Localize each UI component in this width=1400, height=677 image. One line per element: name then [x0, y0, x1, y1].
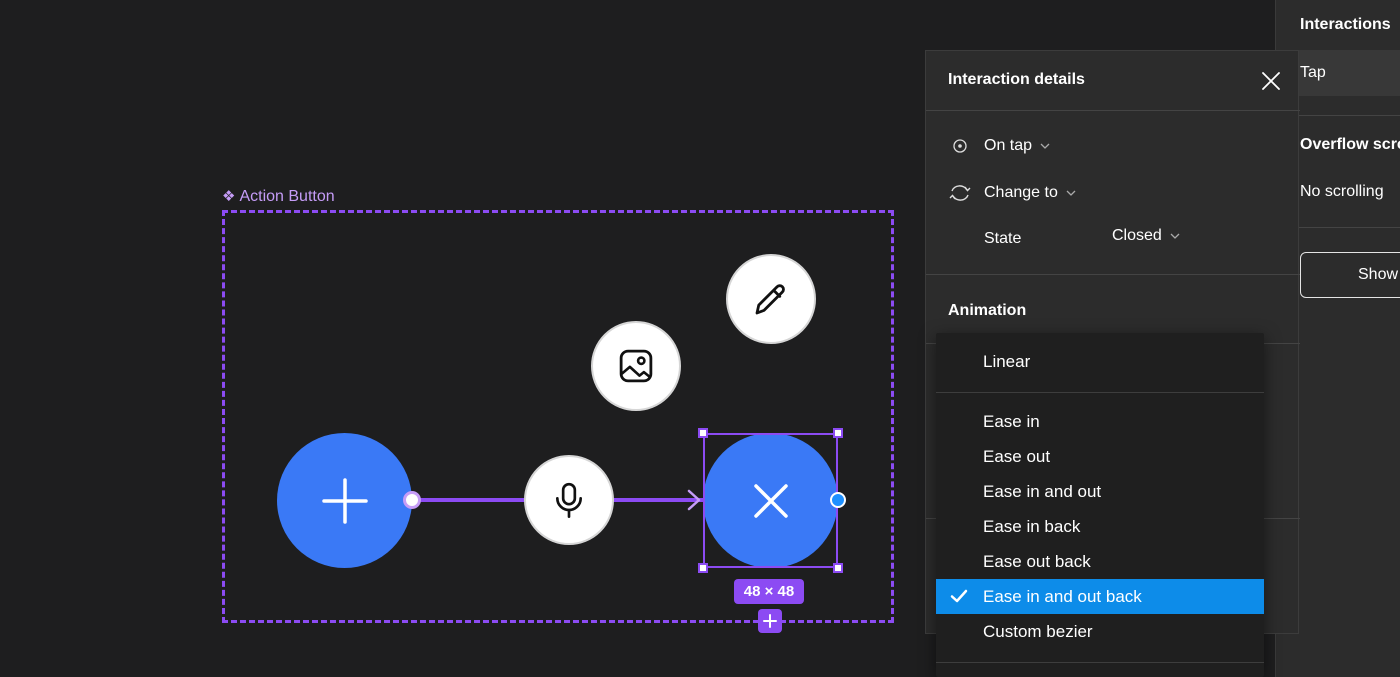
plus-icon — [763, 614, 777, 628]
menu-item-ease-in[interactable]: Ease in — [983, 412, 1040, 431]
resize-handle-bottom-right[interactable] — [833, 563, 843, 573]
trigger-label: On tap — [984, 137, 1033, 154]
pencil-button[interactable] — [726, 254, 816, 344]
resize-handle-bottom-left[interactable] — [698, 563, 708, 573]
panel-title: Interaction details — [948, 71, 1085, 88]
chevron-down-icon — [1170, 233, 1180, 239]
animation-title: Animation — [948, 302, 1027, 319]
checkmark-icon — [950, 589, 968, 603]
divider — [1276, 227, 1400, 228]
menu-item-label: Ease in and out back — [983, 587, 1142, 606]
change-to-icon — [948, 181, 972, 205]
interaction-trigger-label: Tap — [1300, 64, 1326, 81]
state-label: State — [984, 230, 1022, 247]
size-badge: 48 × 48 — [734, 579, 804, 604]
overflow-title: Overflow scro — [1300, 136, 1400, 153]
overflow-select[interactable]: No scrolling — [1300, 183, 1384, 200]
close-icon — [753, 483, 788, 518]
menu-divider — [936, 392, 1264, 393]
trigger-select[interactable]: On tap — [948, 134, 1050, 158]
connection-arrow-icon — [687, 489, 701, 511]
action-button-frame[interactable] — [222, 210, 894, 623]
menu-item-custom-bezier[interactable]: Custom bezier — [983, 622, 1093, 641]
menu-item-linear[interactable]: Linear — [983, 352, 1031, 371]
action-label: Change to — [984, 184, 1058, 201]
menu-divider — [936, 662, 1264, 663]
microphone-icon — [556, 482, 582, 518]
chevron-down-icon — [1040, 143, 1050, 149]
menu-item-ease-in-and-out[interactable]: Ease in and out — [983, 482, 1102, 501]
component-icon: ❖ — [222, 188, 236, 205]
frame-name: Action Button — [239, 188, 335, 205]
pencil-icon — [755, 284, 785, 315]
menu-item-ease-in-and-out-back[interactable]: Ease in and out back — [936, 579, 1264, 614]
chevron-down-icon — [1066, 190, 1076, 196]
plus-button[interactable] — [277, 433, 412, 568]
menu-item-ease-out[interactable]: Ease out — [983, 447, 1051, 466]
divider — [926, 110, 1300, 111]
interactions-title: Interactions — [1300, 16, 1391, 33]
microphone-button[interactable] — [524, 455, 614, 545]
plus-icon — [321, 477, 368, 524]
resize-handle-top-left[interactable] — [698, 428, 708, 438]
easing-dropdown-menu: Linear Ease in Ease out Ease in and out … — [936, 333, 1264, 677]
close-button[interactable] — [703, 433, 838, 568]
divider — [1276, 115, 1400, 116]
show-button-label: Show — [1358, 266, 1399, 283]
image-icon — [619, 349, 653, 383]
add-auto-layout-button[interactable] — [758, 609, 782, 633]
tap-target-icon — [948, 134, 972, 158]
divider — [926, 274, 1300, 275]
state-value: Closed — [1112, 227, 1162, 244]
show-button[interactable]: Show — [1300, 252, 1400, 298]
frame-label[interactable]: ❖Action Button — [222, 187, 335, 206]
action-select[interactable]: Change to — [948, 181, 1076, 205]
resize-handle-top-right[interactable] — [833, 428, 843, 438]
close-icon[interactable] — [1259, 69, 1283, 93]
prototype-connection[interactable] — [412, 498, 838, 502]
connection-end-handle[interactable] — [830, 492, 846, 508]
selection-box[interactable] — [703, 433, 838, 568]
menu-item-ease-in-back[interactable]: Ease in back — [983, 517, 1081, 536]
connection-start-handle[interactable] — [403, 491, 421, 509]
menu-item-ease-out-back[interactable]: Ease out back — [983, 552, 1091, 571]
state-select[interactable]: Closed — [1112, 227, 1180, 245]
image-button[interactable] — [591, 321, 681, 411]
